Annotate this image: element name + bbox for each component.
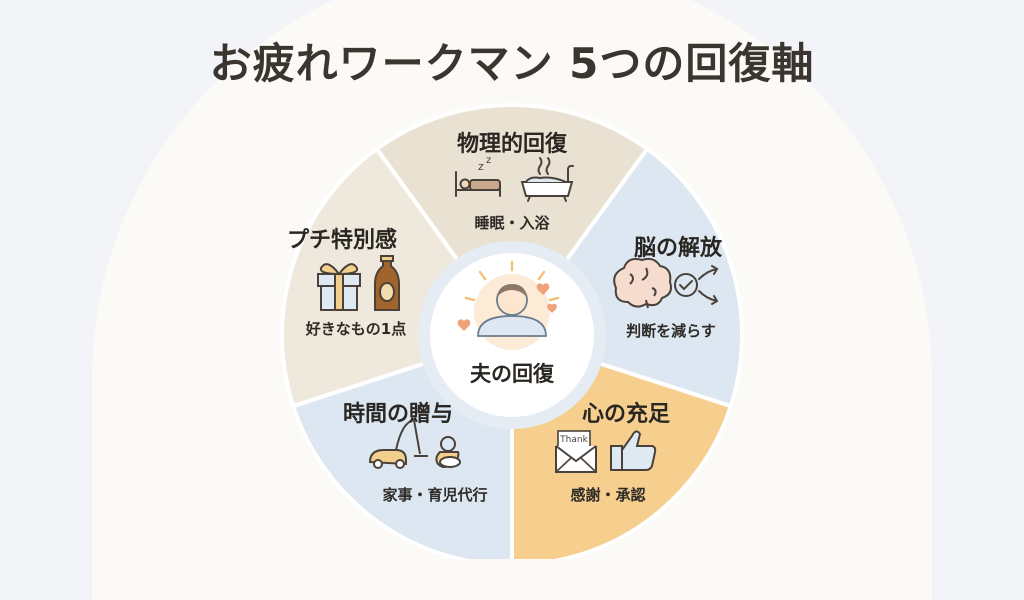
thumbs-up-icon [610, 430, 657, 471]
vacuum-cleaner-icon [368, 418, 428, 469]
bathtub-icon [520, 157, 574, 202]
svg-text:z: z [486, 155, 491, 166]
segment-sub-heart: 感謝・承認 [570, 486, 646, 504]
segment-title-brain: 脳の解放 [633, 236, 722, 261]
segment-title-treat: プチ特別感 [286, 228, 397, 253]
segment-sub-physical: 睡眠・入浴 [474, 214, 550, 232]
thank-you-envelope-icon: Thank [555, 430, 597, 473]
beer-bottle-icon [374, 255, 400, 311]
gift-box-icon [317, 263, 361, 311]
recovery-wheel: z z Thank [280, 103, 744, 559]
pacifier-icon [435, 436, 461, 468]
bed-sleeping-icon: z z [455, 155, 501, 197]
segment-title-physical: 物理的回復 [456, 132, 567, 157]
segment-title-time: 時間の贈与 [342, 402, 453, 427]
man-avatar-icon [457, 260, 560, 350]
checkmark-arrows-icon [674, 265, 719, 305]
page-title: お疲れワークマン 5つの回復軸 [209, 39, 815, 88]
segment-sub-brain: 判断を減らす [626, 322, 716, 340]
envelope-note-text: Thank [559, 435, 588, 445]
brain-icon [613, 257, 672, 309]
svg-text:z: z [478, 160, 484, 173]
center-label: 夫の回復 [470, 362, 554, 386]
segment-sub-treat: 好きなもの1点 [305, 320, 407, 338]
segment-title-heart: 心の充足 [581, 402, 670, 427]
segment-sub-time: 家事・育児代行 [382, 486, 488, 504]
